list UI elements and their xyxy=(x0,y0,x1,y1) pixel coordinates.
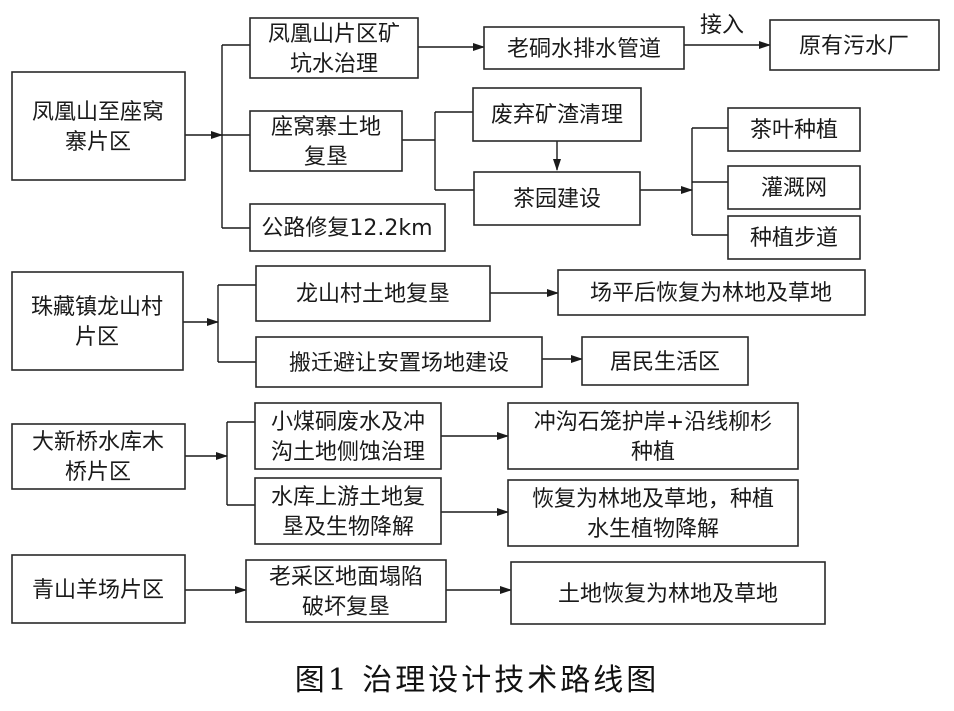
node-gonglu: 公路修复12.2km xyxy=(249,203,446,252)
node-laotong: 老硐水排水管道 xyxy=(483,26,685,70)
node-label-line: 寨片区 xyxy=(65,130,131,155)
node-buda: 种植步道 xyxy=(727,215,861,260)
svg-text:小煤硐废水及冲沟土地侧蚀治理: 小煤硐废水及冲沟土地侧蚀治理 xyxy=(271,410,425,465)
svg-text:青山羊场片区: 青山羊场片区 xyxy=(32,578,164,603)
node-shuiku: 水库上游土地复垦及生物降解 xyxy=(254,477,442,545)
node-label-line: 珠藏镇龙山村 xyxy=(31,295,163,320)
svg-text:冲沟石笼护岸+沿线柳杉种植: 冲沟石笼护岸+沿线柳杉种植 xyxy=(534,410,772,465)
node-label-line: 座窝寨土地 xyxy=(271,115,381,140)
node-label-line: 水生植物降解 xyxy=(587,517,719,542)
node-label-line: 居民生活区 xyxy=(610,350,720,375)
svg-text:老硐水排水管道: 老硐水排水管道 xyxy=(507,37,661,62)
node-label-line: 垦及生物降解 xyxy=(282,515,414,540)
node-label-line: 茶叶种植 xyxy=(750,118,838,143)
svg-text:龙山村土地复垦: 龙山村土地复垦 xyxy=(296,282,450,307)
node-label-line: 老硐水排水管道 xyxy=(507,37,661,62)
node-wushui: 原有污水厂 xyxy=(769,19,940,71)
node-label-line: 原有污水厂 xyxy=(799,34,909,59)
node-label-line: 大新桥水库木 xyxy=(32,430,164,455)
node-label-line: 土地恢复为林地及草地 xyxy=(558,582,778,607)
node-jumin: 居民生活区 xyxy=(581,336,749,386)
svg-text:种植步道: 种植步道 xyxy=(750,226,838,251)
node-label-line: 冲沟石笼护岸+沿线柳杉 xyxy=(534,410,772,435)
node-zuowo-fuken: 座窝寨土地复垦 xyxy=(249,110,403,172)
node-label-line: 凤凰山至座窝 xyxy=(32,100,164,125)
node-longshan-area: 珠藏镇龙山村片区 xyxy=(11,271,184,371)
node-longshan-fuken: 龙山村土地复垦 xyxy=(255,265,491,322)
node-label-line: 坑水治理 xyxy=(290,52,378,77)
node-label-line: 青山羊场片区 xyxy=(32,578,164,603)
node-label-line: 恢复为林地及草地，种植 xyxy=(532,487,774,512)
svg-text:原有污水厂: 原有污水厂 xyxy=(799,34,909,59)
node-chonggou: 冲沟石笼护岸+沿线柳杉种植 xyxy=(507,402,799,470)
node-xiaomei: 小煤硐废水及冲沟土地侧蚀治理 xyxy=(254,402,442,470)
node-daxinqiao-area: 大新桥水库木桥片区 xyxy=(11,423,186,490)
svg-text:水库上游土地复垦及生物降解: 水库上游土地复垦及生物降解 xyxy=(271,485,425,540)
svg-text:茶叶种植: 茶叶种植 xyxy=(750,118,838,143)
svg-text:居民生活区: 居民生活区 xyxy=(610,350,720,375)
node-fenghuang-area: 凤凰山至座窝寨片区 xyxy=(11,71,186,181)
node-label-line: 龙山村土地复垦 xyxy=(296,282,450,307)
node-feiqi: 废弃矿渣清理 xyxy=(472,87,642,142)
node-label-line: 老采区地面塌陷 xyxy=(269,565,423,590)
node-label-line: 种植 xyxy=(631,440,675,465)
node-label-line: 凤凰山片区矿 xyxy=(268,22,400,47)
svg-text:老采区地面塌陷破坏复垦: 老采区地面塌陷破坏复垦 xyxy=(269,565,423,620)
svg-text:公路修复12.2km: 公路修复12.2km xyxy=(261,216,432,241)
svg-text:恢复为林地及草地，种植水生植物降解: 恢复为林地及草地，种植水生植物降解 xyxy=(532,487,774,542)
edge-label-jieru: 接入 xyxy=(700,13,744,38)
node-label-line: 复垦 xyxy=(304,145,348,170)
node-qingshan-area: 青山羊场片区 xyxy=(11,554,186,624)
node-label-line: 水库上游土地复 xyxy=(271,485,425,510)
node-changping: 场平后恢复为林地及草地 xyxy=(557,269,866,316)
svg-text:凤凰山片区矿坑水治理: 凤凰山片区矿坑水治理 xyxy=(268,22,400,77)
svg-text:灌溉网: 灌溉网 xyxy=(761,176,827,201)
node-tudi-huifu: 土地恢复为林地及草地 xyxy=(510,561,826,625)
node-chaye: 茶叶种植 xyxy=(727,107,861,152)
node-label-line: 茶园建设 xyxy=(513,187,601,212)
svg-text:凤凰山至座窝寨片区: 凤凰山至座窝寨片区 xyxy=(32,100,164,155)
connectors xyxy=(183,41,771,594)
node-huifu-zhi: 恢复为林地及草地，种植水生植物降解 xyxy=(507,479,799,547)
node-label-line: 公路修复12.2km xyxy=(261,216,432,241)
node-label-line: 搬迁避让安置场地建设 xyxy=(289,351,509,376)
node-label-line: 小煤硐废水及冲 xyxy=(271,410,425,435)
svg-text:搬迁避让安置场地建设: 搬迁避让安置场地建设 xyxy=(289,351,509,376)
node-label-line: 破坏复垦 xyxy=(302,595,390,620)
node-label-line: 种植步道 xyxy=(750,226,838,251)
svg-text:场平后恢复为林地及草地: 场平后恢复为林地及草地 xyxy=(590,281,832,306)
svg-text:座窝寨土地复垦: 座窝寨土地复垦 xyxy=(271,115,381,170)
svg-text:珠藏镇龙山村片区: 珠藏镇龙山村片区 xyxy=(31,295,163,350)
svg-text:茶园建设: 茶园建设 xyxy=(513,187,601,212)
figure-caption: 图1 治理设计技术路线图 xyxy=(294,663,660,698)
node-chayuan: 茶园建设 xyxy=(473,171,641,226)
technical-route-diagram: 接入 凤凰山至座窝寨片区 凤凰山片区矿坑水治理 老硐水排水管道 原有污水厂 座窝… xyxy=(11,13,940,625)
node-kengshui: 凤凰山片区矿坑水治理 xyxy=(249,17,419,79)
node-label-line: 沟土地侧蚀治理 xyxy=(271,440,425,465)
svg-text:土地恢复为林地及草地: 土地恢复为林地及草地 xyxy=(558,582,778,607)
node-label-line: 桥片区 xyxy=(65,460,131,485)
node-label-line: 场平后恢复为林地及草地 xyxy=(590,281,832,306)
svg-text:大新桥水库木桥片区: 大新桥水库木桥片区 xyxy=(32,430,164,485)
node-label-line: 片区 xyxy=(75,325,119,350)
node-label-line: 灌溉网 xyxy=(761,176,827,201)
node-banqian: 搬迁避让安置场地建设 xyxy=(255,336,543,388)
node-guangai: 灌溉网 xyxy=(727,165,861,210)
node-laocai: 老采区地面塌陷破坏复垦 xyxy=(245,559,447,623)
svg-text:废弃矿渣清理: 废弃矿渣清理 xyxy=(491,103,623,128)
node-label-line: 废弃矿渣清理 xyxy=(491,103,623,128)
